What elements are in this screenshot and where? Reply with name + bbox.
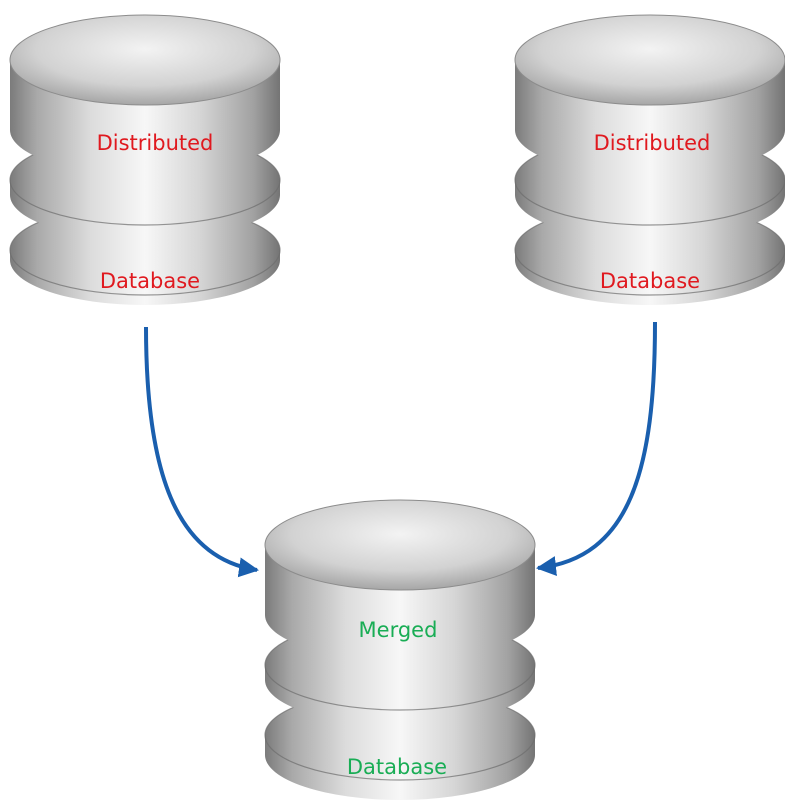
database-merged: Merged Database bbox=[264, 499, 536, 800]
db-right-label-top: Distributed bbox=[594, 131, 711, 155]
db-merged-label-bottom: Database bbox=[347, 755, 447, 779]
db-left-label-top: Distributed bbox=[97, 131, 214, 155]
arrow-right-to-merged bbox=[536, 321, 657, 576]
db-merged-label-top: Merged bbox=[359, 618, 438, 642]
database-right: Distributed Database bbox=[514, 14, 785, 305]
database-left: Distributed Database bbox=[9, 14, 281, 305]
arrow-left-to-merged bbox=[144, 326, 259, 578]
db-left-label-bottom: Database bbox=[100, 269, 200, 293]
db-right-label-bottom: Database bbox=[600, 269, 700, 293]
